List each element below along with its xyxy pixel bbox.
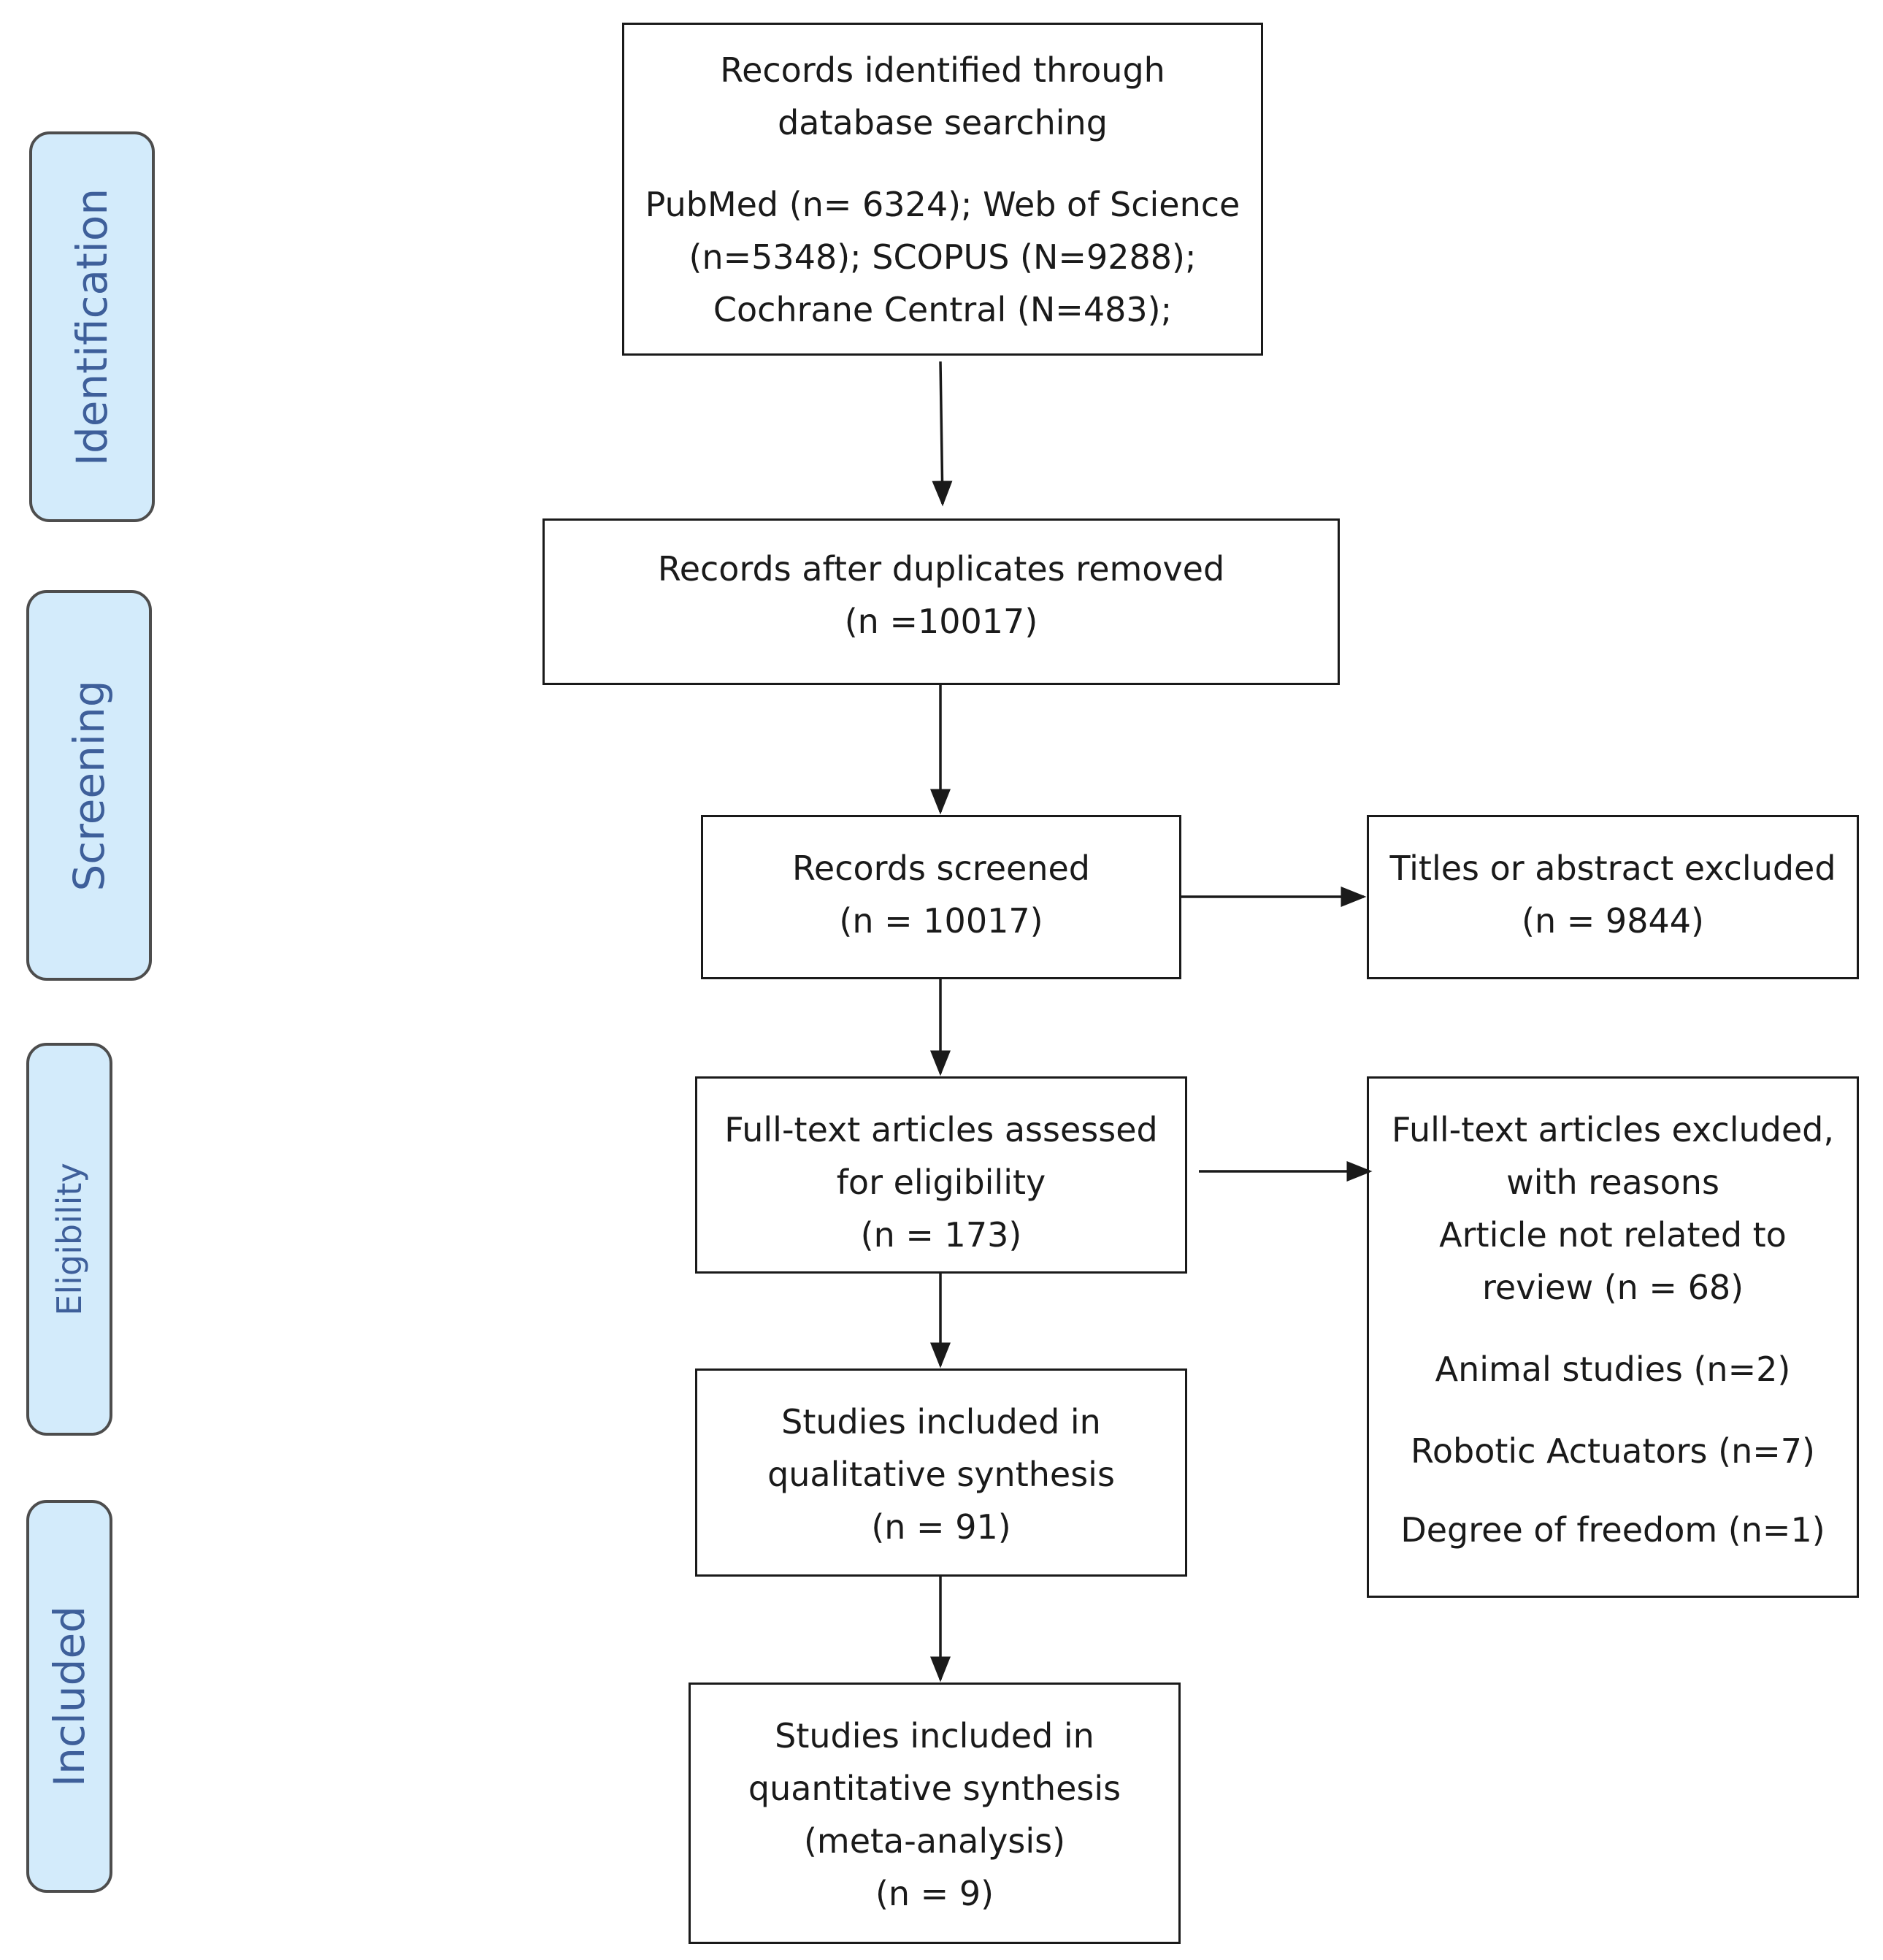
box-text-line: (n =10017) <box>844 602 1038 641</box>
box-text-line: database searching <box>778 103 1108 142</box>
box-duplicates-removed: Records after duplicates removed (n =100… <box>542 518 1340 685</box>
box-records-identified: Records identified through database sear… <box>622 23 1263 356</box>
box-text-line: (n = 10017) <box>839 901 1043 941</box>
box-text-line: review (n = 68) <box>1481 1268 1744 1307</box>
box-fulltext-assessed: Full-text articles assessed for eligibil… <box>695 1076 1187 1274</box>
box-text-line: (n = 173) <box>860 1215 1022 1255</box>
box-text-line: quantitative synthesis <box>748 1769 1121 1808</box>
box-text-line: Cochrane Central (N=483); <box>713 290 1173 329</box>
exclusion-reason: Degree of freedom (n=1) <box>1400 1510 1825 1550</box>
box-text-line: (n = 9) <box>875 1874 994 1913</box>
stage-identification: Identification <box>29 131 155 522</box>
box-quantitative-synthesis: Studies included in quantitative synthes… <box>689 1683 1181 1944</box>
exclusion-reason: Animal studies (n=2) <box>1435 1350 1791 1389</box>
box-text-line: (n = 91) <box>871 1507 1011 1547</box>
box-text-line: Records identified through <box>720 50 1165 90</box>
box-text-line: Full-text articles assessed <box>724 1110 1158 1149</box>
box-text-line: (meta-analysis) <box>803 1821 1066 1861</box>
box-text-line: Studies included in <box>775 1716 1094 1756</box>
stage-included: Included <box>26 1500 112 1893</box>
box-titles-excluded: Titles or abstract excluded (n = 9844) <box>1367 815 1859 979</box>
box-text-line: qualitative synthesis <box>767 1455 1115 1494</box>
box-text-line: Full-text articles excluded, <box>1392 1110 1834 1149</box>
box-fulltext-excluded: Full-text articles excluded, with reason… <box>1367 1076 1859 1598</box>
box-text-line: Titles or abstract excluded <box>1389 849 1836 888</box>
box-qualitative-synthesis: Studies included in qualitative synthesi… <box>695 1368 1187 1577</box>
exclusion-reason: Robotic Actuators (n=7) <box>1411 1431 1815 1471</box>
box-text-line: Article not related to <box>1439 1215 1787 1255</box>
box-text-line: (n = 9844) <box>1522 901 1704 941</box>
box-text-line: Studies included in <box>781 1402 1101 1442</box>
box-text-line: (n=5348); SCOPUS (N=9288); <box>689 237 1197 277</box>
stage-screening: Screening <box>26 590 152 981</box>
box-records-screened: Records screened (n = 10017) <box>701 815 1181 979</box>
arrow-identified-to-duplicates <box>932 361 953 507</box>
box-text-line: with reasons <box>1506 1163 1719 1202</box>
box-text-line: for eligibility <box>836 1163 1046 1202</box>
box-text-line: Records screened <box>792 849 1090 888</box>
stage-eligibility: Eligibility <box>26 1043 112 1436</box>
box-text-line: PubMed (n= 6324); Web of Science <box>645 185 1240 224</box>
box-text-line: Records after duplicates removed <box>657 549 1225 589</box>
